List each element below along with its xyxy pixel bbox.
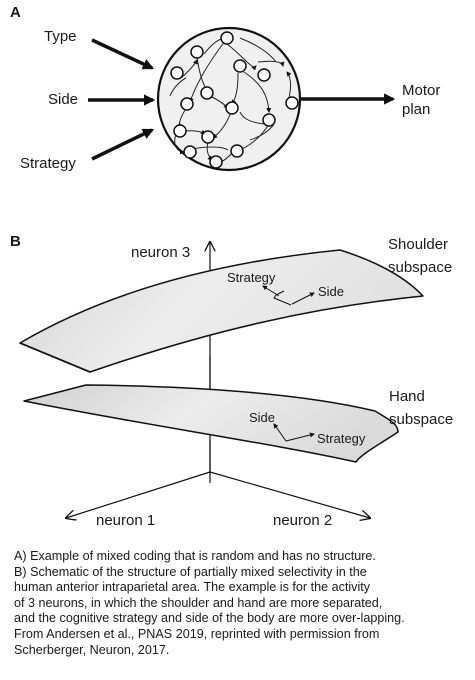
neuron-node	[190, 45, 204, 59]
strategy-input-arrow	[91, 128, 155, 161]
figure-caption: A) Example of mixed coding that is rando…	[14, 549, 466, 658]
neuron2-label: neuron 2	[273, 512, 332, 529]
shoulder-side-label: Side	[318, 284, 344, 299]
panel-a-letter: A	[10, 4, 21, 21]
hand-side-arrow	[273, 423, 287, 442]
caption-line: human anterior intraparietal area. The e…	[14, 580, 371, 595]
caption-line: of 3 neurons, in which the shoulder and …	[14, 595, 383, 610]
network-node-group	[156, 26, 302, 172]
shoulder-subspace-title-line2: subspace	[388, 259, 452, 276]
neuron-node	[209, 155, 223, 169]
shoulder-subspace-plane	[19, 249, 424, 373]
strategy-label: Strategy	[20, 155, 76, 172]
neuron1-axis	[66, 471, 211, 518]
neuron-node	[220, 31, 234, 45]
neuron-node	[173, 124, 187, 138]
hand-subspace-plane	[23, 384, 399, 463]
caption-line: and the cognitive strategy and side of t…	[14, 611, 405, 626]
neuron-node	[170, 66, 184, 80]
shoulder-strategy-arrow	[262, 285, 280, 297]
hand-subspace-title-line2: subspace	[389, 411, 453, 428]
neuron-node	[285, 96, 299, 110]
figure-diagram: A	[10, 4, 453, 529]
neuron-node	[225, 101, 239, 115]
network-neurons	[170, 31, 299, 169]
network-circle	[156, 26, 302, 172]
hand-subspace-title-line1: Hand	[389, 388, 425, 405]
neuron-node	[201, 130, 215, 144]
type-label: Type	[44, 28, 77, 45]
neuron-node	[257, 68, 271, 82]
shoulder-strategy-label: Strategy	[227, 270, 276, 285]
neuron-node	[200, 86, 214, 100]
caption-line: B) Schematic of the structure of partial…	[14, 564, 367, 579]
shoulder-plane-edge	[19, 342, 91, 373]
neuron1-label: neuron 1	[96, 512, 155, 529]
neuron-node	[233, 59, 247, 73]
motor-plan-label-line2: plan	[402, 101, 430, 118]
hand-strategy-arrow	[285, 432, 315, 442]
hand-side-label: Side	[249, 410, 275, 425]
side-label: Side	[48, 91, 78, 108]
shoulder-subspace-title-line1: Shoulder	[388, 236, 448, 253]
caption-line: Scherberger, Neuron, 2017.	[14, 642, 170, 657]
panel-b-letter: B	[10, 233, 21, 250]
shoulder-strategy-vector	[273, 290, 292, 306]
neuron2-axis	[209, 471, 370, 518]
type-input-arrow	[91, 38, 155, 70]
neuron-node	[230, 144, 244, 158]
motor-plan-label-line1: Motor	[402, 82, 440, 99]
neuron3-label: neuron 3	[131, 244, 190, 261]
caption-line: From Andersen et al., PNAS 2019, reprint…	[14, 626, 380, 641]
caption-line: A) Example of mixed coding that is rando…	[14, 549, 376, 563]
hand-strategy-label: Strategy	[317, 431, 366, 446]
neuron-node	[183, 145, 197, 159]
shoulder-side-arrow	[291, 292, 315, 305]
neuron-node	[262, 113, 276, 127]
neuron-node	[180, 97, 194, 111]
